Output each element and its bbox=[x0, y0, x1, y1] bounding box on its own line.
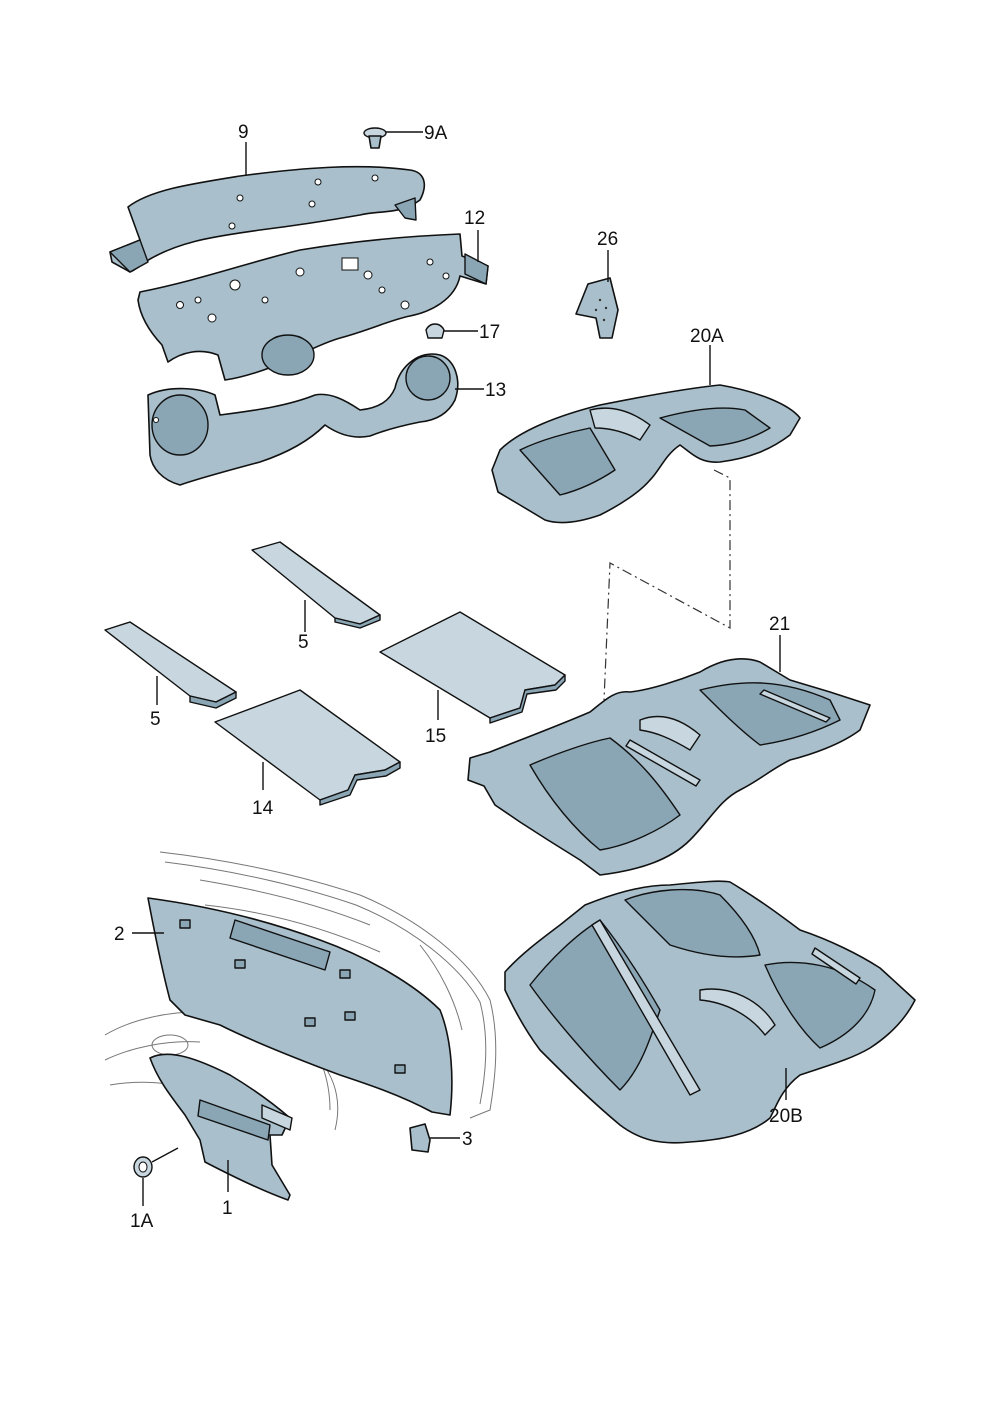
part-12-bulkhead-insulation[interactable] bbox=[137, 233, 489, 381]
label-9: 9 bbox=[238, 122, 249, 143]
label-15: 15 bbox=[425, 726, 446, 747]
label-21: 21 bbox=[769, 614, 790, 635]
label-20b: 20B bbox=[769, 1106, 803, 1127]
label-17: 17 bbox=[479, 322, 500, 343]
part-2-lid-liner[interactable] bbox=[147, 897, 453, 1116]
part-5-lower-pad[interactable] bbox=[104, 621, 237, 709]
part-20a-carpet[interactable] bbox=[491, 384, 801, 524]
label-2: 2 bbox=[114, 924, 125, 945]
part-21-carpet[interactable] bbox=[467, 658, 871, 876]
label-5-lower: 5 bbox=[150, 709, 161, 730]
label-1a: 1A bbox=[130, 1211, 154, 1232]
label-20a: 20A bbox=[690, 326, 724, 347]
trunk-lid-outline bbox=[159, 851, 497, 1119]
part-17-clip[interactable] bbox=[425, 323, 445, 339]
part-3-clip[interactable] bbox=[409, 1123, 431, 1153]
part-13-tunnel-insulation[interactable] bbox=[147, 353, 459, 486]
part-20b-carpet[interactable] bbox=[504, 880, 916, 1144]
leader-1a-clip bbox=[151, 1147, 179, 1163]
label-14: 14 bbox=[252, 798, 274, 819]
label-12: 12 bbox=[464, 208, 485, 229]
part-15-floor-pad[interactable] bbox=[379, 611, 566, 724]
part-1-side-trim[interactable] bbox=[149, 1053, 293, 1201]
part-9a-clip[interactable] bbox=[363, 127, 387, 149]
part-1a-grommet[interactable] bbox=[133, 1156, 153, 1178]
label-9a: 9A bbox=[424, 123, 448, 144]
label-1: 1 bbox=[222, 1198, 233, 1219]
label-13: 13 bbox=[485, 380, 506, 401]
label-5-upper: 5 bbox=[298, 632, 309, 653]
part-9-insulation-strip[interactable] bbox=[109, 165, 426, 273]
label-3: 3 bbox=[462, 1129, 473, 1150]
part-26-bracket[interactable] bbox=[575, 277, 619, 339]
part-14-floor-pad[interactable] bbox=[214, 689, 401, 806]
label-26: 26 bbox=[597, 229, 618, 250]
part-5-upper-pad[interactable] bbox=[251, 541, 381, 629]
assembly-dash-line bbox=[603, 469, 731, 701]
